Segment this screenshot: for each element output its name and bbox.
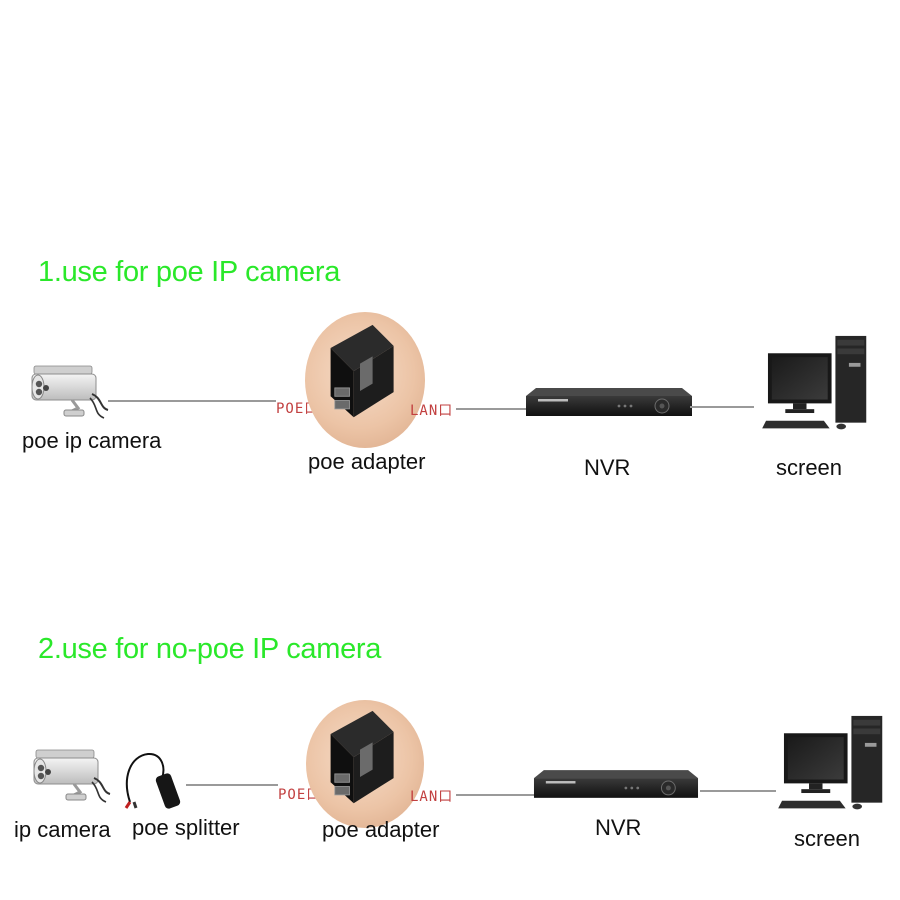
cable-adapter-to-nvr [456, 408, 526, 410]
cable-nvr-to-screen [690, 406, 754, 408]
section2-port-poe: POE口 [278, 787, 322, 803]
poe-adapter-icon [318, 314, 402, 424]
poe-adapter-icon [318, 702, 402, 808]
section2-nvr-label: NVR [595, 815, 642, 840]
cable-camera-to-adapter [108, 400, 276, 402]
screen-icon [760, 334, 880, 440]
nvr-icon [532, 764, 700, 804]
section1-screen-label: screen [776, 455, 843, 480]
section2-heading: 2.use for no-poe IP camera [38, 633, 382, 665]
camera-icon [30, 746, 112, 808]
section1-adapter-label: poe adapter [308, 449, 426, 474]
section2-camera-label: ip camera [14, 817, 111, 842]
section2-screen-label: screen [794, 826, 861, 851]
screen-icon [776, 714, 896, 820]
section2-adapter-label: poe adapter [322, 817, 440, 842]
poe-splitter-icon [122, 748, 182, 810]
section1-nvr-label: NVR [584, 455, 631, 480]
nvr-icon [524, 382, 694, 422]
cable-splitter-to-adapter [186, 784, 278, 786]
cable-adapter-to-nvr [456, 794, 534, 796]
section1-camera-label: poe ip camera [22, 428, 162, 453]
section2-splitter-label: poe splitter [132, 815, 240, 840]
section1-port-lan: LAN口 [410, 403, 454, 419]
camera-icon [28, 362, 110, 424]
section1-port-poe: POE口 [276, 401, 320, 417]
section2-port-lan: LAN口 [410, 789, 454, 805]
cable-nvr-to-screen [700, 790, 776, 792]
section1-heading: 1.use for poe IP camera [38, 256, 341, 288]
